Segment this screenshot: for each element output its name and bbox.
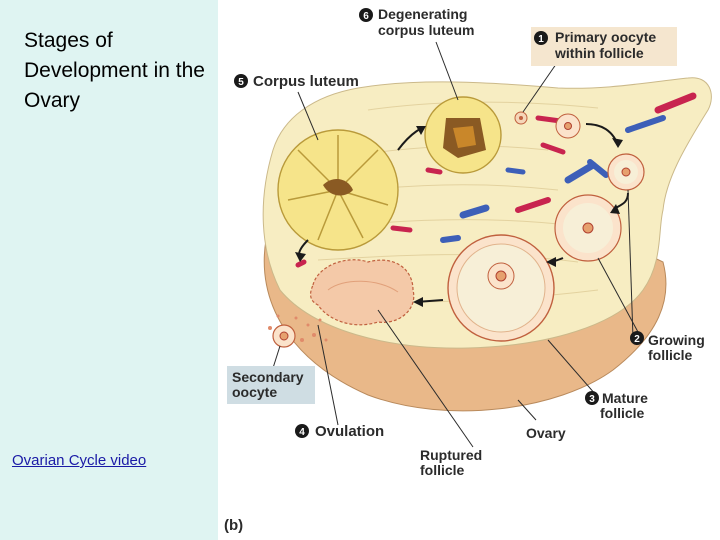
label-degenerating-corpus-luteum: 6 Degenerating corpus luteum	[359, 6, 474, 38]
svg-text:Corpus luteum: Corpus luteum	[253, 73, 359, 90]
blood-vessels	[295, 92, 697, 268]
label-mature-follicle: 3 Mature follicle	[585, 390, 648, 421]
svg-text:Growing: Growing	[648, 332, 705, 348]
svg-text:corpus luteum: corpus luteum	[378, 22, 474, 38]
svg-text:follicle: follicle	[420, 462, 465, 478]
svg-text:1: 1	[538, 34, 544, 45]
left-panel: Stages of Development in the Ovary Ovari…	[0, 0, 218, 540]
label-corpus-luteum: 5 Corpus luteum	[234, 73, 359, 90]
svg-text:3: 3	[589, 394, 595, 405]
svg-text:oocyte: oocyte	[232, 384, 277, 400]
svg-text:Mature: Mature	[602, 390, 648, 406]
svg-text:within follicle: within follicle	[554, 45, 644, 61]
label-secondary-oocyte: Secondary oocyte	[227, 366, 315, 404]
svg-text:Degenerating: Degenerating	[378, 6, 467, 22]
arrow-heads	[295, 126, 623, 307]
svg-text:6: 6	[363, 11, 369, 22]
label-primary-oocyte: 1 Primary oocyte within follicle	[531, 27, 677, 66]
ovarian-cycle-video-link[interactable]: Ovarian Cycle video	[12, 452, 147, 469]
secondary-oocyte	[272, 324, 296, 348]
leader-lines	[272, 41, 639, 448]
svg-text:follicle: follicle	[600, 405, 645, 421]
growing-follicle	[554, 153, 645, 262]
degenerating-corpus-luteum	[424, 96, 502, 174]
label-ovary: Ovary	[526, 425, 566, 441]
label-growing-follicle: 2 Growing follicle	[630, 331, 705, 363]
svg-text:4: 4	[299, 427, 305, 438]
svg-text:Secondary: Secondary	[232, 369, 304, 385]
panel-label: (b)	[224, 517, 243, 534]
ovary-diagram: 6 Degenerating corpus luteum 1 Primary o…	[218, 0, 720, 540]
slide-title: Stages of Development in the Ovary	[24, 29, 205, 112]
svg-text:Primary oocyte: Primary oocyte	[555, 29, 656, 45]
svg-text:2: 2	[634, 334, 640, 345]
svg-text:Ruptured: Ruptured	[420, 447, 482, 463]
corpus-luteum	[277, 129, 399, 251]
label-ruptured-follicle: Ruptured follicle	[420, 447, 482, 478]
label-ovulation: 4 Ovulation	[295, 423, 384, 440]
svg-text:5: 5	[238, 77, 244, 88]
mature-follicle	[447, 234, 555, 342]
primary-follicle	[514, 111, 581, 139]
svg-text:follicle: follicle	[648, 347, 693, 363]
svg-text:Ovulation: Ovulation	[315, 423, 384, 440]
